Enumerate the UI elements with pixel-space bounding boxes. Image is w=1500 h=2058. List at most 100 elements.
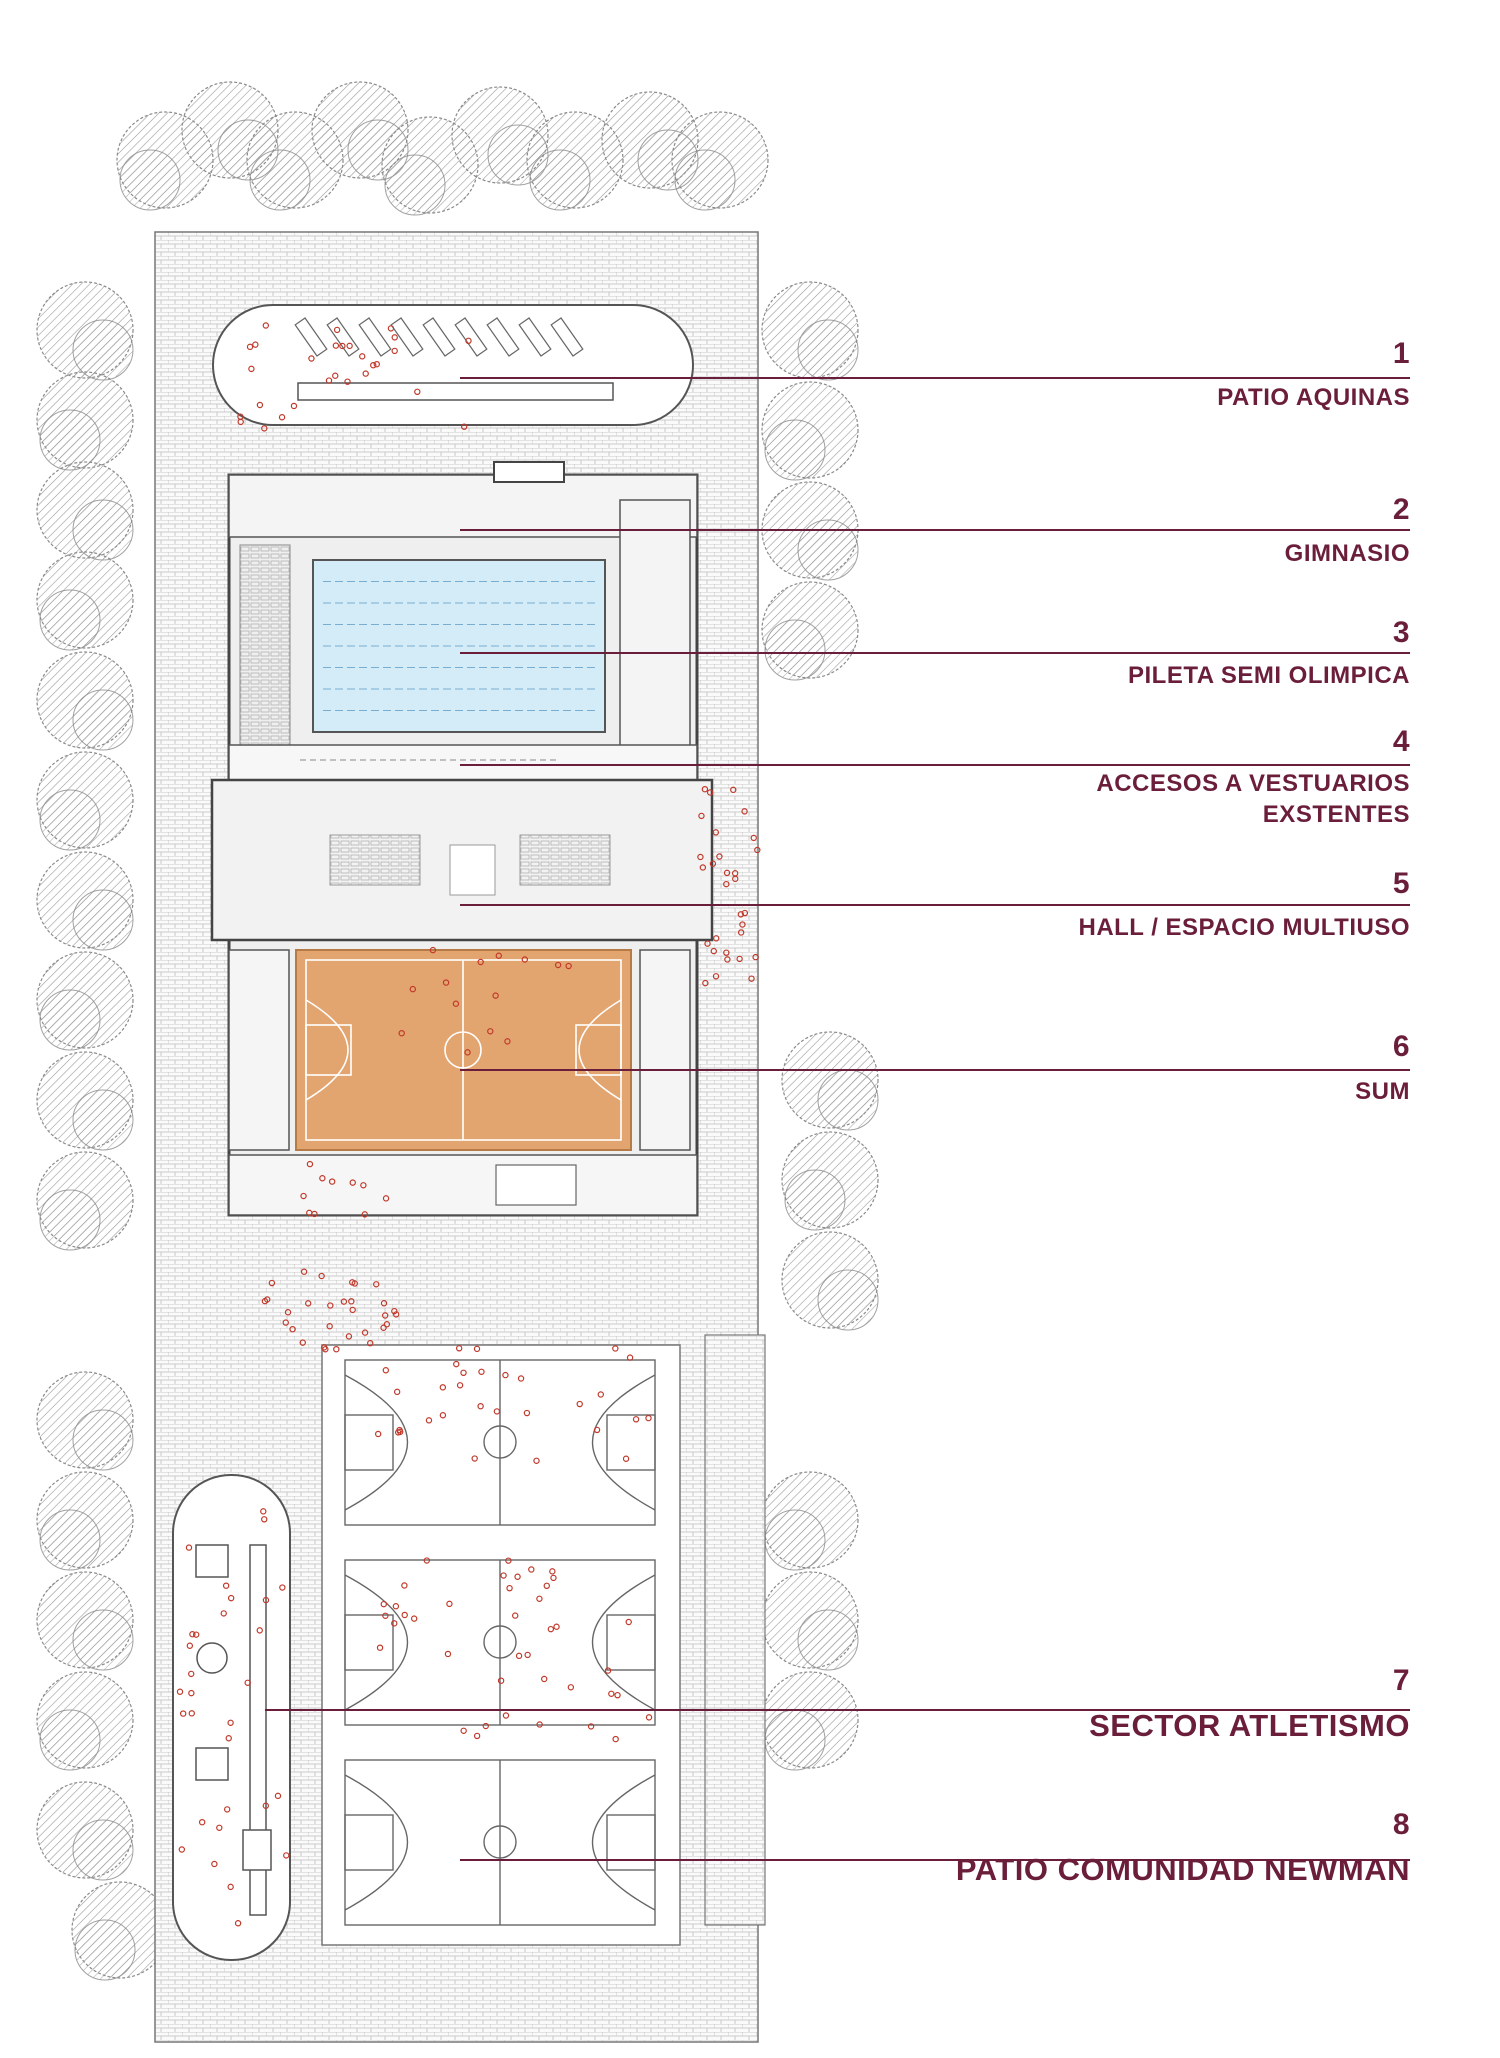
person-marker xyxy=(550,1574,557,1582)
person-marker xyxy=(473,1345,481,1353)
bench xyxy=(422,317,456,357)
person-marker xyxy=(736,955,743,963)
person-marker xyxy=(567,1684,575,1691)
tree-canopy xyxy=(36,951,134,1051)
person-marker xyxy=(473,1732,481,1740)
bench xyxy=(326,317,360,357)
person-marker xyxy=(248,365,255,373)
legend-number-8: 8 xyxy=(1392,1808,1410,1841)
legend-number-3: 3 xyxy=(1392,616,1410,649)
tree-canopy xyxy=(36,1371,134,1471)
person-marker xyxy=(514,1573,521,1580)
person-marker xyxy=(505,1557,512,1564)
person-marker xyxy=(702,979,709,987)
person-marker xyxy=(524,1651,531,1659)
legend-label-5: HALL / ESPACIO MULTIUSO xyxy=(1078,914,1410,941)
person-marker xyxy=(547,1625,555,1633)
person-marker xyxy=(410,1615,418,1622)
legend-label-7: SECTOR ATLETISMO xyxy=(1089,1708,1410,1743)
person-marker xyxy=(252,341,259,348)
tree-canopy xyxy=(526,111,624,211)
person-marker xyxy=(325,377,333,384)
person-marker xyxy=(216,1824,223,1831)
person-marker xyxy=(227,1883,234,1891)
bench xyxy=(518,317,552,357)
bench xyxy=(358,317,392,357)
person-marker xyxy=(383,1321,391,1328)
person-marker xyxy=(227,1719,234,1726)
person-marker xyxy=(246,343,254,351)
legend-number-6: 6 xyxy=(1392,1030,1410,1063)
person-marker xyxy=(282,1319,289,1326)
person-marker xyxy=(346,342,353,350)
person-marker xyxy=(612,1345,619,1352)
person-marker xyxy=(429,946,437,954)
person-marker xyxy=(699,864,707,871)
tree-canopy xyxy=(36,1151,134,1251)
person-marker xyxy=(425,1417,433,1424)
person-marker xyxy=(220,1610,227,1617)
person-marker xyxy=(493,1408,501,1415)
person-marker xyxy=(380,1300,388,1307)
person-marker xyxy=(359,353,366,360)
person-marker xyxy=(237,418,244,426)
person-marker xyxy=(304,1300,312,1307)
person-marker xyxy=(382,1367,390,1374)
person-marker xyxy=(262,1802,270,1809)
person-marker xyxy=(713,935,720,942)
person-marker xyxy=(234,1920,242,1927)
person-marker xyxy=(477,1402,484,1410)
person-marker xyxy=(332,372,339,379)
person-marker xyxy=(176,1688,184,1695)
person-marker xyxy=(750,834,757,842)
person-marker xyxy=(704,940,711,947)
person-marker xyxy=(541,1675,548,1683)
person-marker xyxy=(446,1600,453,1608)
person-marker xyxy=(730,786,737,794)
person-marker xyxy=(752,953,759,961)
person-marker xyxy=(632,1416,640,1423)
person-marker xyxy=(460,1369,467,1377)
person-marker xyxy=(739,921,746,928)
tree-canopy xyxy=(36,651,134,751)
person-marker xyxy=(319,1175,326,1182)
person-marker xyxy=(198,1818,206,1826)
person-marker xyxy=(261,1297,269,1305)
person-marker xyxy=(185,1544,193,1551)
tree-canopy xyxy=(781,1231,879,1331)
person-marker xyxy=(401,1611,408,1619)
person-marker xyxy=(712,973,720,980)
person-marker xyxy=(289,1325,296,1333)
person-marker xyxy=(256,401,264,409)
tree-canopy xyxy=(36,1781,134,1881)
leader-lines xyxy=(265,377,1410,1861)
person-marker xyxy=(536,1595,543,1602)
legend-number-7: 7 xyxy=(1392,1664,1410,1697)
person-marker xyxy=(741,808,748,815)
tree-canopy xyxy=(761,281,859,381)
person-marker xyxy=(737,929,745,936)
person-marker xyxy=(712,829,720,836)
person-marker xyxy=(495,952,503,959)
person-marker xyxy=(391,347,398,355)
people-markers xyxy=(176,322,761,1927)
basketball-court xyxy=(344,1359,656,1526)
person-marker xyxy=(465,337,472,345)
person-marker xyxy=(409,985,417,993)
tree-canopy xyxy=(36,851,134,951)
person-marker xyxy=(554,961,562,969)
person-marker xyxy=(543,1582,550,1590)
person-marker xyxy=(268,1279,276,1287)
person-marker xyxy=(604,1667,612,1674)
person-marker xyxy=(261,1516,268,1523)
person-marker xyxy=(456,1382,464,1389)
person-marker xyxy=(506,1584,513,1592)
legend-number-1: 1 xyxy=(1392,337,1410,370)
person-marker xyxy=(189,1631,196,1638)
person-marker xyxy=(723,869,731,877)
sector-atletismo xyxy=(172,1474,291,1961)
person-marker xyxy=(482,1722,489,1730)
person-marker xyxy=(423,1557,431,1564)
bench xyxy=(294,317,328,357)
